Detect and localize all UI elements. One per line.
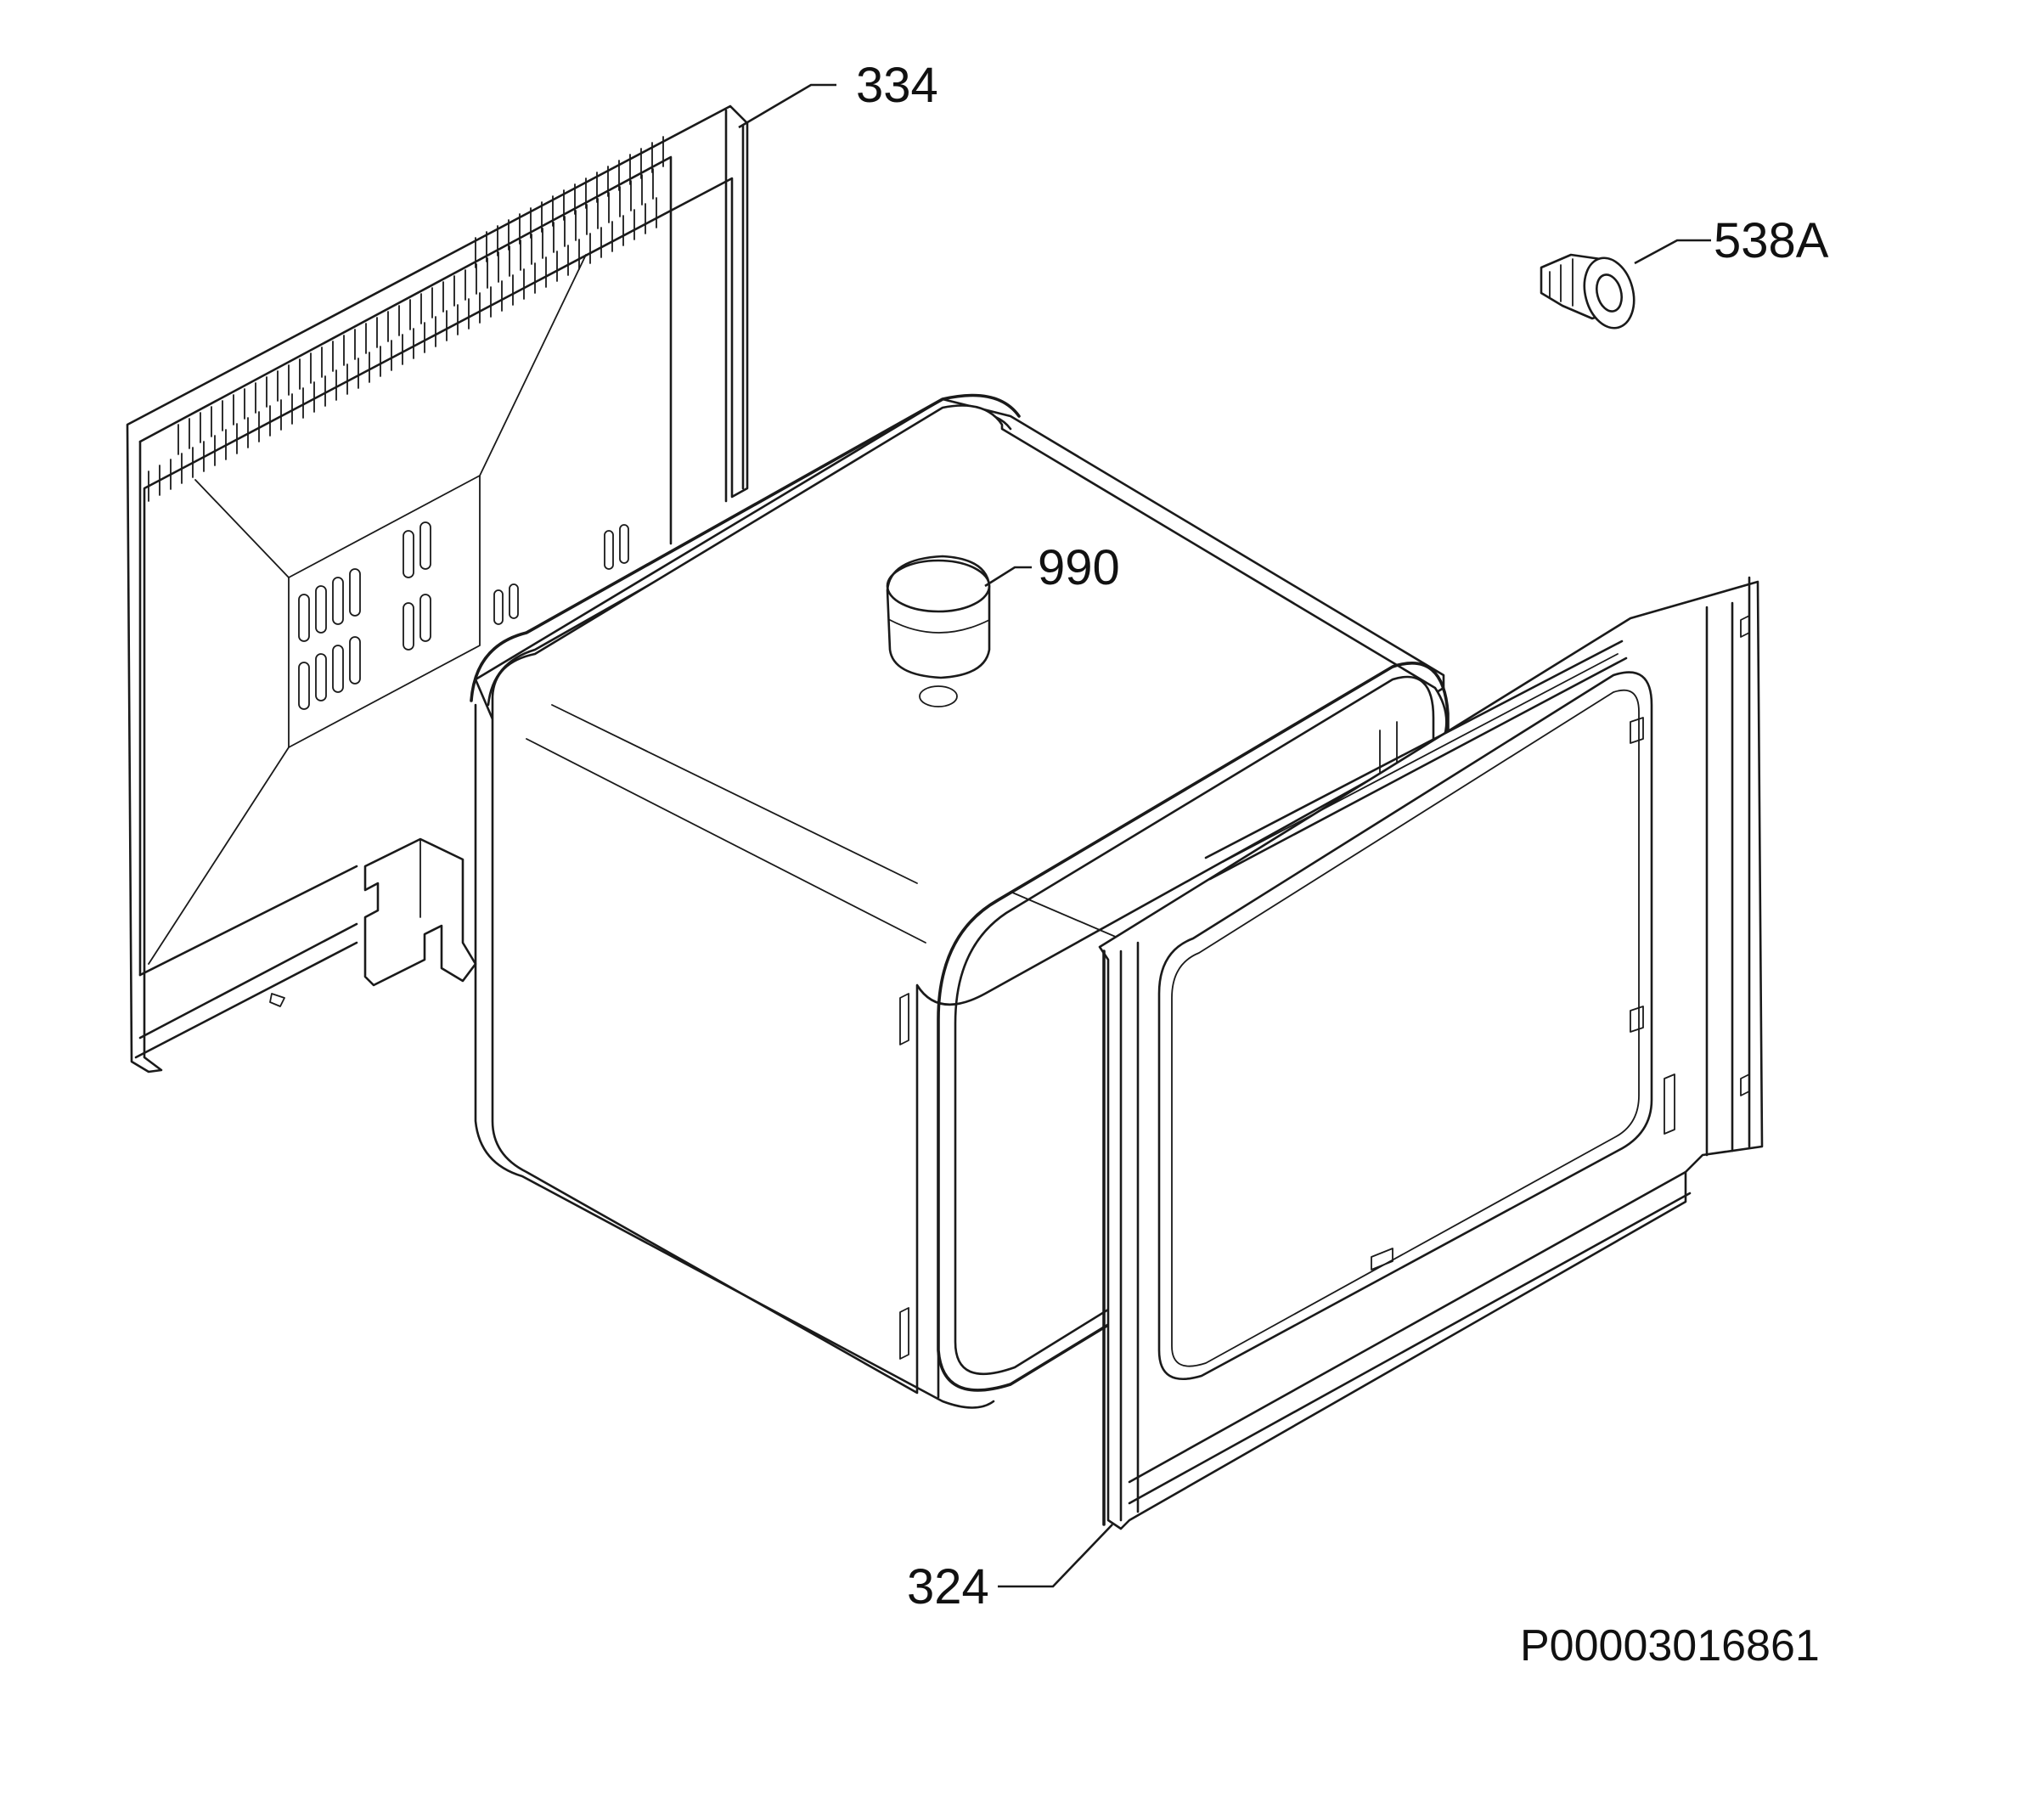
document-number: P00003016861 (1520, 1621, 1820, 1671)
callout-label-538a: 538A (1714, 213, 1829, 268)
fan-grommet-part (886, 555, 991, 707)
oven-cavity-part (470, 393, 1450, 1409)
callout-label-324: 324 (907, 1559, 989, 1614)
callout-label-334: 334 (856, 58, 938, 113)
callout-334: 334 (738, 58, 938, 129)
side-bracket (363, 837, 477, 987)
lamp-cover-part (1540, 253, 1635, 330)
callout-990: 990 (984, 540, 1120, 595)
callout-538a: 538A (1634, 213, 1829, 268)
vent-slots-center (298, 521, 629, 710)
door-frame-part (1098, 576, 1764, 1530)
callout-label-990: 990 (1038, 540, 1120, 595)
rear-panel-part (126, 104, 749, 1073)
vent-slots-top (148, 136, 664, 502)
callout-324: 324 (907, 1524, 1113, 1614)
